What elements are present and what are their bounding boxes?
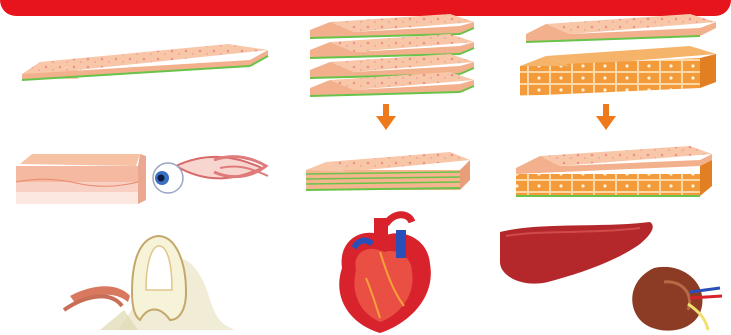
down-arrow-icon [376, 104, 396, 130]
single-cell-sheet-icon [22, 44, 268, 80]
heart-icon [339, 215, 431, 333]
cell-sheet-on-thick-tissue-icon [520, 14, 716, 96]
tooth-periodontium-icon [64, 236, 236, 330]
layered-sheet-construct-icon [306, 152, 470, 190]
skin-section-icon [16, 154, 146, 204]
liver-icon [500, 222, 653, 284]
kidney-icon [632, 267, 722, 331]
four-stacked-cell-sheets-icon [310, 14, 474, 96]
eye-icon [153, 157, 268, 193]
down-arrow-icon [596, 104, 616, 130]
thick-tissue-construct-icon [516, 146, 712, 196]
